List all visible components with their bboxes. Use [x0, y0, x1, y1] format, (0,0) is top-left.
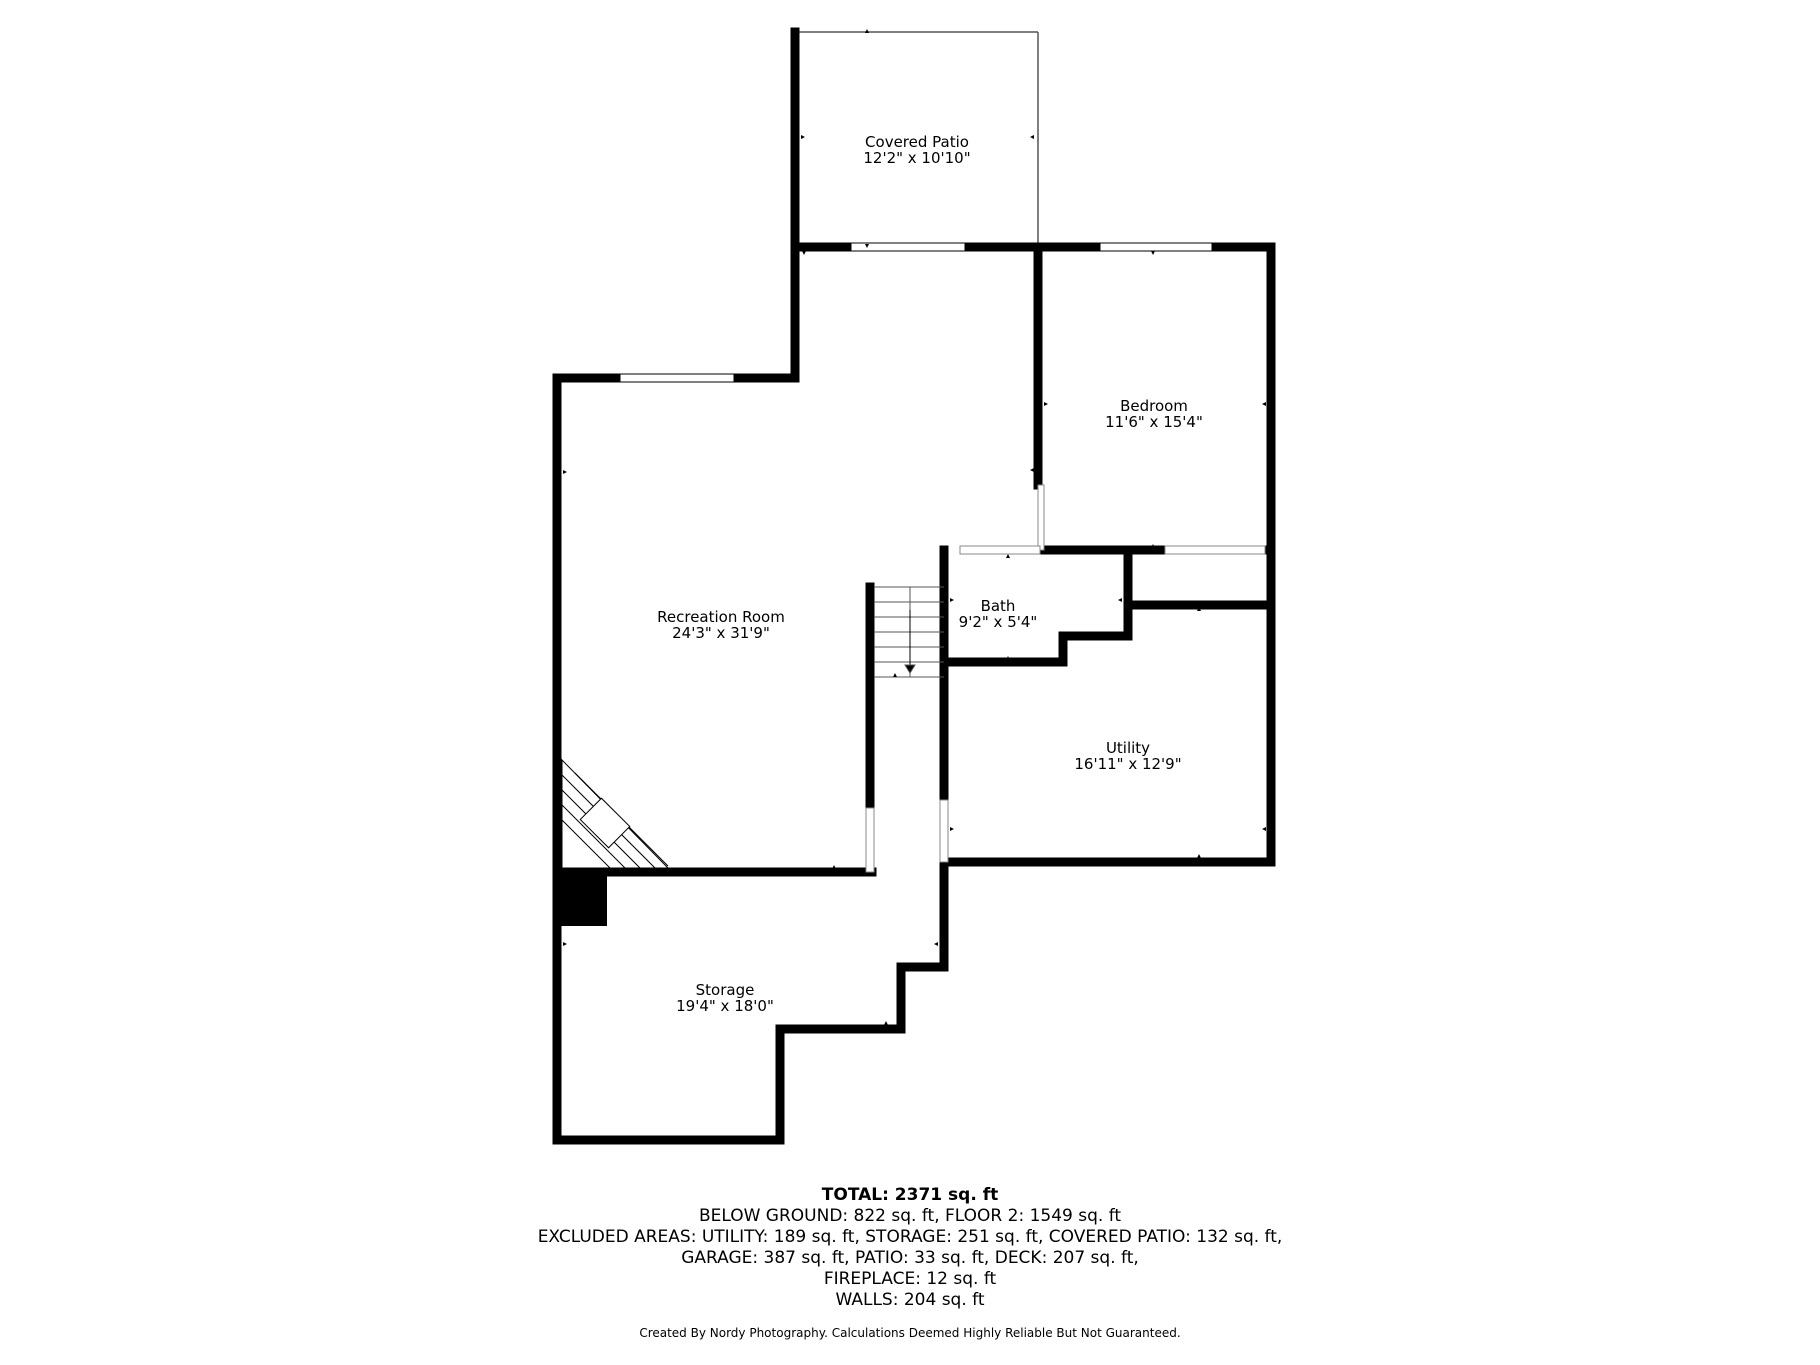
- utility-opening: [939, 799, 949, 863]
- total-area: TOTAL: 2371 sq. ft: [821, 1185, 999, 1205]
- windows: [619, 242, 1266, 873]
- stair-opening: [865, 807, 875, 873]
- storage-dims: 19'4" x 18'0": [676, 997, 774, 1015]
- summary-line: GARAGE: 387 sq. ft, PATIO: 33 sq. ft, DE…: [681, 1248, 1139, 1268]
- summary-line: BELOW GROUND: 822 sq. ft, FLOOR 2: 1549 …: [698, 1206, 1122, 1226]
- bedroom-dims: 11'6" x 15'4": [1105, 413, 1203, 431]
- bedroom-window: [1099, 242, 1213, 252]
- summary-line: EXCLUDED AREAS: UTILITY: 189 sq. ft, STO…: [537, 1227, 1283, 1247]
- bedroom-door-opening: [1037, 484, 1045, 551]
- bath-name: Bath: [981, 597, 1016, 615]
- dimension-ticks: [563, 29, 1266, 1025]
- stairs: [874, 586, 944, 678]
- bath-top-opening: [959, 545, 1041, 555]
- credit-line: Created By Nordy Photography. Calculatio…: [639, 1326, 1181, 1340]
- walls: [552, 27, 1276, 1145]
- patio-door-opening: [850, 242, 966, 252]
- bedroom-name: Bedroom: [1120, 397, 1188, 415]
- recreation-room-dims: 24'3" x 31'9": [672, 624, 770, 642]
- chimney-block: [561, 876, 607, 926]
- recreation-room-name: Recreation Room: [657, 608, 785, 626]
- bath-dims: 9'2" x 5'4": [959, 613, 1038, 631]
- fireplace: [561, 758, 670, 869]
- utility-dims: 16'11" x 12'9": [1074, 755, 1181, 773]
- rec-room-window: [619, 373, 735, 383]
- covered-patio-dims: 12'2" x 10'10": [863, 149, 970, 167]
- closet-opening: [1164, 545, 1266, 555]
- area-summary: TOTAL: 2371 sq. ft BELOW GROUND: 822 sq.…: [0, 1185, 1820, 1311]
- storage-name: Storage: [696, 981, 755, 999]
- summary-line: FIREPLACE: 12 sq. ft: [823, 1269, 997, 1289]
- covered-patio-outline: [795, 31, 1039, 245]
- utility-name: Utility: [1106, 739, 1150, 757]
- room-labels: Covered Patio 12'2" x 10'10" Bedroom 11'…: [657, 133, 1203, 1015]
- covered-patio-name: Covered Patio: [865, 133, 969, 151]
- summary-line: WALLS: 204 sq. ft: [835, 1290, 985, 1310]
